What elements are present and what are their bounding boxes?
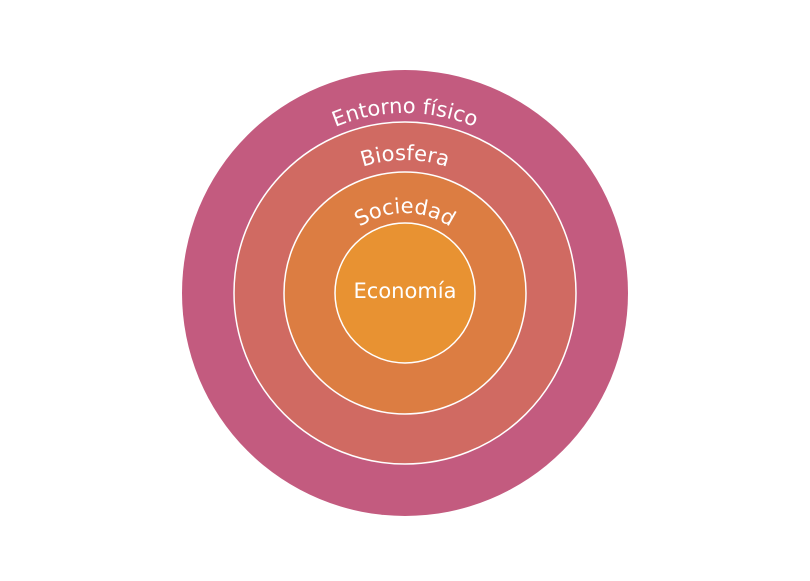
ring-economia [334,222,476,364]
label-economia: Economía [354,279,457,303]
